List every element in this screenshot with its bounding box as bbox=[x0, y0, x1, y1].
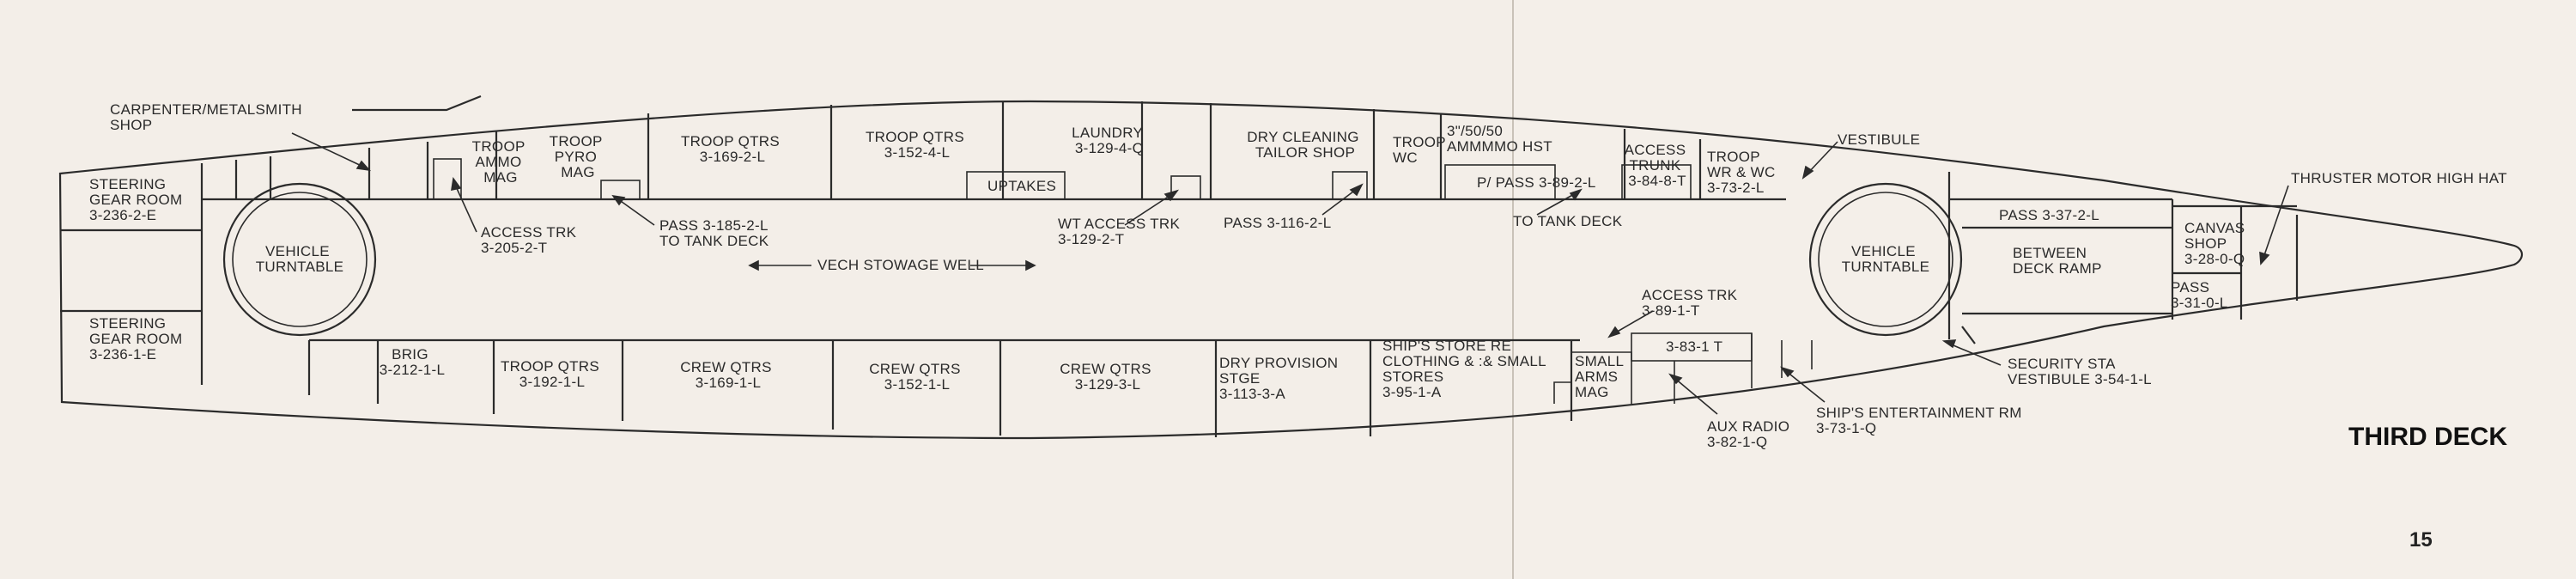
label-carpenter: CARPENTER/METALSMITH SHOP bbox=[110, 101, 307, 133]
label-security: SECURITY STA VESTIBULE 3-54-1-L bbox=[2008, 356, 2152, 387]
room-dry-cleaning: DRY CLEANING TAILOR SHOP bbox=[1247, 129, 1364, 161]
label-aux-radio: AUX RADIO 3-82-1-Q bbox=[1707, 418, 1794, 450]
sponson-port bbox=[352, 94, 482, 112]
upper-room-dividers bbox=[234, 101, 1702, 199]
label-steering-lower: STEERING GEAR ROOM 3-236-1-E bbox=[89, 315, 187, 363]
room-uptakes: UPTAKES bbox=[987, 178, 1056, 194]
label-thruster: THRUSTER MOTOR HIGH HAT bbox=[2291, 170, 2507, 186]
room-3831: 3-83-1 T bbox=[1666, 338, 1722, 355]
label-turntable-fwd: VEHICLE TURNTABLE bbox=[1842, 243, 1930, 275]
label-pass-1162: PASS 3-116-2-L bbox=[1224, 215, 1331, 231]
room-troop-wc: TROOP WC bbox=[1393, 134, 1450, 166]
label-to-tank-deck: TO TANK DECK bbox=[1513, 213, 1623, 229]
room-troop-pyro: TROOP PYRO MAG bbox=[550, 133, 607, 180]
label-stowage-well: VECH STOWAGE WELL bbox=[817, 257, 984, 273]
label-turntable-aft: VEHICLE TURNTABLE bbox=[256, 243, 344, 275]
lower-small-boxes bbox=[1553, 332, 1813, 404]
room-pass-3892: P/ PASS 3-89-2-L bbox=[1477, 174, 1596, 191]
room-troop-ammo: TROOP AMMO MAG bbox=[472, 138, 530, 186]
room-troop-wr: TROOP WR & WC 3-73-2-L bbox=[1707, 149, 1780, 196]
label-pass-3310: PASS 3-31-0-L bbox=[2171, 279, 2228, 311]
upper-small-boxes bbox=[433, 158, 1692, 200]
label-between-deck: BETWEEN DECK RAMP bbox=[2013, 245, 2102, 277]
turntable-fwd-inner bbox=[1818, 192, 1953, 327]
room-troop-qtrs-1692: TROOP QTRS 3-169-2-L bbox=[681, 133, 784, 165]
label-pass-tank-aft: PASS 3-185-2-L TO TANK DECK bbox=[659, 217, 772, 249]
label-steering-upper: STEERING GEAR ROOM 3-236-2-E bbox=[89, 176, 187, 223]
paper-right bbox=[1511, 0, 2576, 579]
label-access-trk-fwd: ACCESS TRK 3-89-1-T bbox=[1642, 287, 1741, 319]
room-brig: BRIG 3-212-1-L bbox=[380, 346, 445, 378]
label-canvas-shop: CANVAS SHOP 3-28-0-Q bbox=[2184, 220, 2249, 267]
room-crew-qtrs-1521: CREW QTRS 3-152-1-L bbox=[869, 361, 965, 393]
leader-arrows bbox=[291, 132, 2289, 415]
room-small-arms: SMALL ARMS MAG bbox=[1575, 353, 1628, 400]
room-crew-qtrs-1293: CREW QTRS 3-129-3-L bbox=[1060, 361, 1156, 393]
turntable-aft-inner bbox=[232, 192, 368, 327]
label-wt-access: WT ACCESS TRK 3-129-2-T bbox=[1058, 216, 1184, 247]
room-dry-provision: DRY PROVISION STGE 3-113-3-A bbox=[1219, 355, 1342, 402]
room-troop-qtrs-1524: TROOP QTRS 3-152-4-L bbox=[866, 129, 969, 161]
room-ammo-hst: 3"/50/50 AMMMMO HST bbox=[1447, 123, 1552, 155]
room-troop-qtrs-1921: TROOP QTRS 3-192-1-L bbox=[501, 358, 604, 390]
label-access-trk-aft: ACCESS TRK 3-205-2-T bbox=[481, 224, 580, 256]
page-title: THIRD DECK bbox=[2348, 423, 2507, 451]
lower-room-dividers bbox=[307, 340, 1573, 437]
room-access-trunk: ACCESS TRUNK 3-84-8-T bbox=[1625, 142, 1691, 189]
room-crew-qtrs-1691: CREW QTRS 3-169-1-L bbox=[680, 359, 776, 391]
room-laundry: LAUNDRY 3-129-4-Q bbox=[1072, 125, 1147, 156]
page-number: 15 bbox=[2409, 528, 2433, 552]
forward-compartments bbox=[1947, 172, 2299, 344]
paper-left bbox=[0, 0, 1511, 579]
label-vestibule: VESTIBULE bbox=[1838, 131, 1920, 148]
label-pass-3372: PASS 3-37-2-L bbox=[1999, 207, 2099, 223]
room-ships-store: SHIP'S STORE RE CLOTHING & :& SMALL STOR… bbox=[1382, 338, 1550, 400]
label-entertainment: SHIP'S ENTERTAINMENT RM 3-73-1-Q bbox=[1816, 405, 2026, 436]
turntable-aft-circle bbox=[222, 182, 377, 337]
turntable-fwd-circle bbox=[1808, 182, 1963, 337]
hull-outline bbox=[58, 100, 2524, 440]
